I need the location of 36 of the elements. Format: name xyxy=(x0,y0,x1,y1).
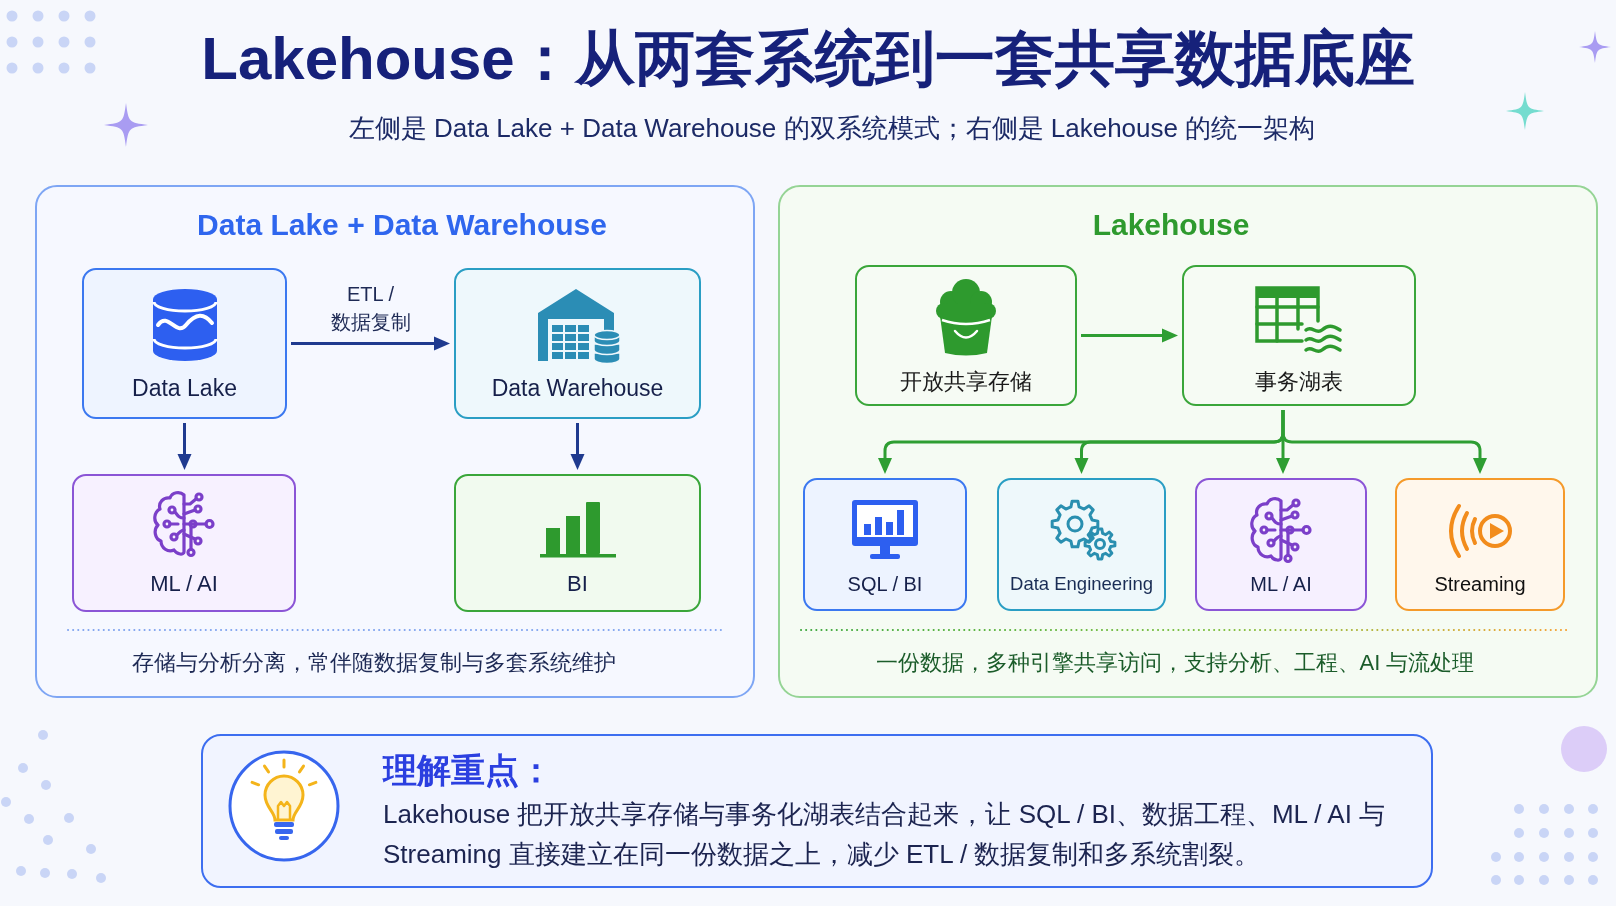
arrow xyxy=(570,423,585,470)
box-label: ML / AI xyxy=(1250,572,1312,597)
subtitle: 左侧是 Data Lake + Data Warehouse 的双系统模式；右侧是 Lakehouse 的统一架构 xyxy=(348,112,1316,144)
box-label: Data Engineering xyxy=(1010,572,1153,596)
component-box xyxy=(855,265,1077,406)
box-label: BI xyxy=(567,570,588,598)
panel-note: 存储与分析分离，常伴随数据复制与多套系统维护 xyxy=(132,649,616,677)
panel xyxy=(35,185,755,698)
component-box xyxy=(82,268,287,419)
box-label: Data Lake xyxy=(132,374,237,403)
panel-note: 一份数据，多种引擎共享访问，支持分析、工程、AI 与流处理 xyxy=(875,649,1475,677)
box-label: ML / AI xyxy=(150,570,218,598)
arrow xyxy=(177,423,192,470)
arrow xyxy=(1081,328,1178,343)
box-label: 事务湖表 xyxy=(1255,368,1343,396)
component-box xyxy=(1195,478,1367,611)
component-box xyxy=(1395,478,1565,611)
note-box xyxy=(201,734,1433,888)
component-box xyxy=(72,474,296,612)
component-box xyxy=(803,478,967,611)
note-text: Lakehouse 把开放共享存储与事务化湖表结合起来，让 SQL / BI、数据工程、ML / AI 与 Streaming 直接建立在同一份数据之上，减少 ETL / 数据复制和多系统割裂。 xyxy=(383,798,1387,871)
box-label: Data Warehouse xyxy=(491,374,664,403)
panel xyxy=(778,185,1598,698)
panel-heading: Lakehouse xyxy=(1092,207,1250,243)
note-heading: 理解重点： xyxy=(383,750,553,790)
box-label: 开放共享存储 xyxy=(900,368,1032,396)
component-box xyxy=(454,474,701,612)
box-label: SQL / BI xyxy=(847,572,923,597)
box-label: Streaming xyxy=(1434,572,1526,597)
arrow xyxy=(291,336,450,351)
component-box xyxy=(454,268,701,419)
arrow xyxy=(1281,410,1487,474)
panel-heading: Data Lake + Data Warehouse xyxy=(197,207,607,243)
title: Lakehouse：从两套系统到一套共享数据底座 xyxy=(201,24,1415,94)
component-box xyxy=(1182,265,1416,406)
component-box xyxy=(997,478,1166,611)
